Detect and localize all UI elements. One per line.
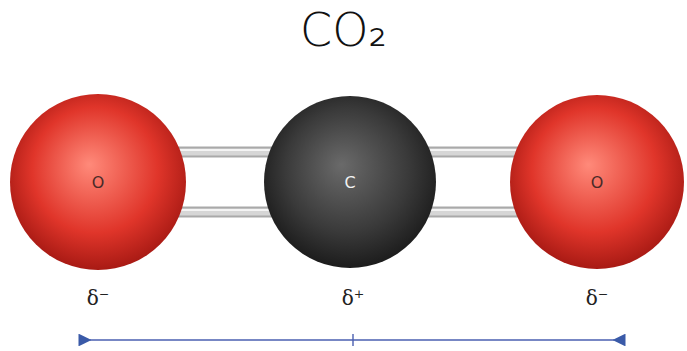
double-bond: [427, 150, 520, 212]
atom-sphere: O: [10, 94, 186, 270]
partial-charge: δ⁻: [586, 286, 609, 310]
partial-charge: δ⁺: [342, 286, 365, 310]
axis-tick: [352, 334, 353, 346]
molecule-title: CO₂: [0, 2, 687, 58]
atom-sphere: O: [510, 95, 684, 269]
atom-symbol: O: [510, 173, 684, 192]
atom-symbol: C: [264, 173, 436, 192]
axis-line: [90, 339, 614, 341]
double-bond: [177, 150, 274, 212]
partial-charge: δ⁻: [87, 286, 110, 310]
atom-symbol: O: [10, 173, 186, 192]
atom-sphere: C: [264, 96, 436, 268]
